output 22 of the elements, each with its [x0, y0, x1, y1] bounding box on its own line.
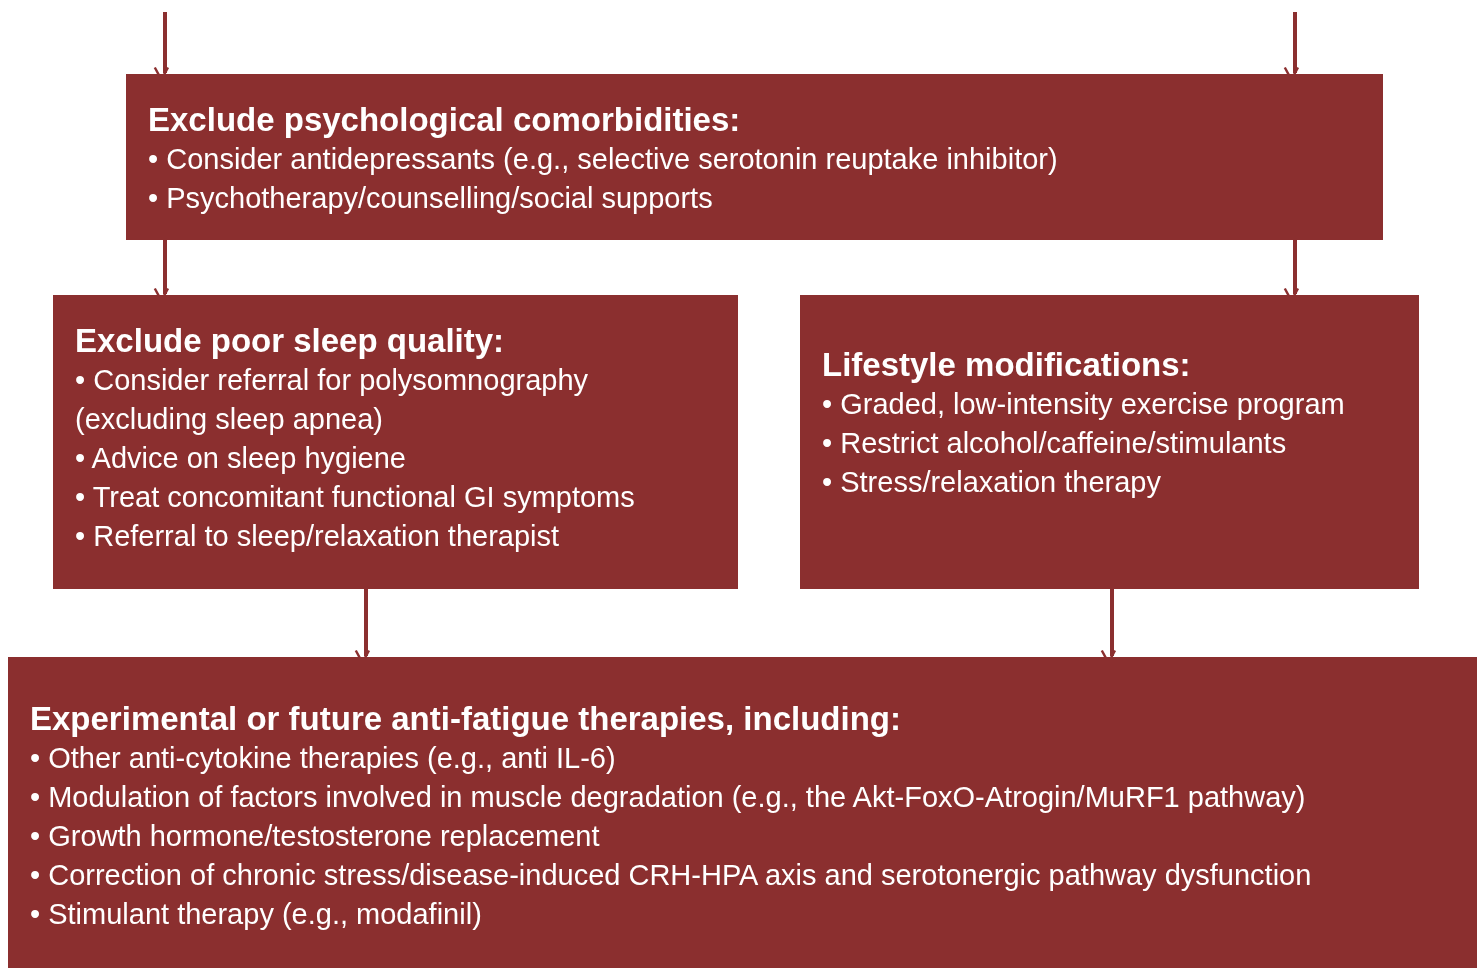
process-box [53, 295, 738, 589]
bullet-item: • Consider antidepressants (e.g., selective serotonin reuptake inhibitor) [148, 142, 1059, 177]
process-box [126, 74, 1383, 240]
bullet-item: • Graded, low-intensity exercise program [822, 387, 1346, 422]
box-heading: Exclude psychological comorbidities: [148, 100, 742, 140]
bullet-item: • Restrict alcohol/caffeine/stimulants [822, 426, 1288, 461]
bullet-item: • Stress/relaxation therapy [822, 465, 1162, 500]
bullet-item: • Treat concomitant functional GI symptoms [75, 480, 636, 515]
bullet-item: • Consider referral for polysomnography (excluding sleep apnea) [75, 363, 590, 437]
bullet-item: • Correction of chronic stress/disease-induced CRH-HPA axis and serotonergic pathway dysfunction [30, 858, 1313, 893]
box-heading: Experimental or future anti-fatigue therapies, including: [30, 699, 902, 739]
bullet-item: • Psychotherapy/counselling/social supports [148, 181, 714, 216]
process-box [800, 295, 1419, 589]
box-heading: Exclude poor sleep quality: [75, 321, 506, 361]
bullet-item: • Stimulant therapy (e.g., modafinil) [30, 897, 483, 932]
bullet-item: • Referral to sleep/relaxation therapist [75, 519, 561, 554]
box-heading: Lifestyle modifications: [822, 345, 1192, 385]
bullet-item: • Modulation of factors involved in muscle degradation (e.g., the Akt-FoxO-Atrogin/MuRF1 pathway) [30, 780, 1307, 815]
bullet-item: • Other anti-cytokine therapies (e.g., anti IL-6) [30, 741, 617, 776]
bullet-item: • Growth hormone/testosterone replacement [30, 819, 601, 854]
process-box [8, 657, 1477, 968]
bullet-item: • Advice on sleep hygiene [75, 441, 407, 476]
